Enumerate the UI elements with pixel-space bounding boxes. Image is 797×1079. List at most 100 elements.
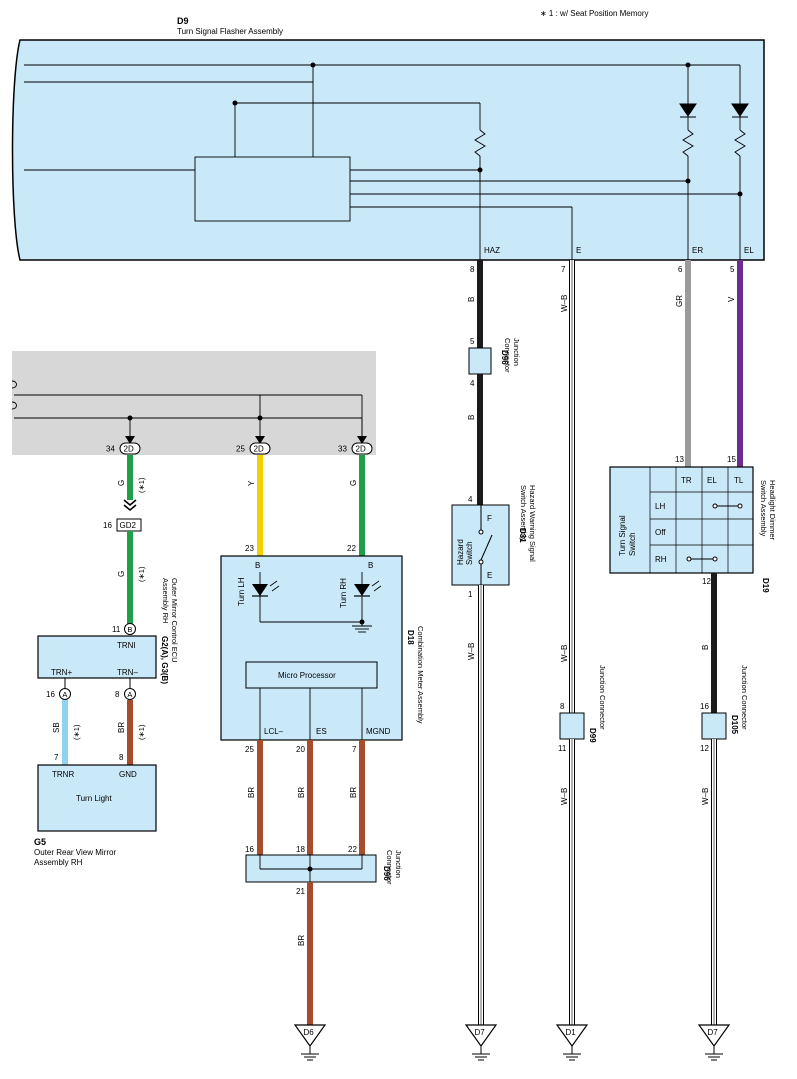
d19-col-el: EL: [707, 476, 717, 485]
micro-processor-label: Micro Processor: [278, 671, 336, 680]
d18-pin-25: 25: [245, 745, 254, 754]
d18-code: D18: [406, 630, 415, 645]
g2-code: G2(A), G3(B): [160, 636, 169, 684]
g5-code: G5: [34, 837, 46, 847]
d19-col-tl: TL: [734, 476, 744, 485]
d96-top-name-2: Connector: [503, 338, 512, 373]
g5-name-2: Assembly RH: [34, 858, 83, 867]
d18-b-label-rh: B: [368, 561, 373, 570]
gd2-code: GD2: [120, 521, 137, 530]
wire-color-sb: SB: [52, 722, 61, 733]
gray-block-wires: [11, 380, 363, 440]
wire-note-g-1: (∗1): [137, 477, 146, 493]
d9-pin-5: 5: [730, 265, 735, 274]
ground-triangle-icon: [555, 1024, 589, 1048]
d9-pin-label-haz: HAZ: [484, 246, 500, 255]
d18-junction-dot: [359, 619, 365, 625]
g2-tag-a-8: A: [124, 688, 136, 700]
d18-pin-22: 22: [347, 544, 356, 553]
d19-pin-12: 12: [702, 577, 711, 586]
d19-pin-15: 15: [727, 455, 736, 464]
wire-color-br-lcl: BR: [247, 787, 256, 798]
d18-turn-rh: Turn RH: [339, 578, 348, 608]
ground-d7-a: D7: [464, 1024, 498, 1061]
ground-d7-a-label: D7: [475, 1028, 486, 1037]
ground-d6-label: D6: [304, 1028, 315, 1037]
d18-name: Combination Meter Assembly: [416, 626, 425, 724]
wire-color-br-es: BR: [297, 787, 306, 798]
wire-note-br-g: (∗1): [137, 724, 146, 740]
wire-color-br-mgnd: BR: [349, 787, 358, 798]
d96-top-code: D96: [500, 350, 509, 365]
d9-internal-circuit: [24, 64, 746, 260]
d31-name-1: Hazard Warning Signal: [528, 485, 537, 562]
wire-color-g-2: G: [117, 571, 126, 577]
ground-triangle-icon: [293, 1024, 327, 1048]
memory-note: ∗ 1 : w/ Seat Position Memory: [540, 9, 649, 18]
d96-top-pin-5: 5: [470, 337, 475, 346]
gray-block-dots: [127, 415, 263, 421]
d31-e-label: E: [487, 571, 492, 580]
d18-pin-7: 7: [352, 745, 357, 754]
g2-label-trni: TRNI: [117, 641, 136, 650]
badge-2d-25: 2D: [249, 442, 271, 455]
g5-label-gnd: GND: [119, 770, 137, 779]
gray-connector-block: [12, 351, 376, 455]
d31-pin-1: 1: [468, 590, 473, 599]
d31-switch-label-1: Hazard: [456, 539, 465, 565]
d96-bottom-dot: [307, 866, 313, 872]
d9-pin-label-er: ER: [692, 246, 703, 255]
ground-d1-label: D1: [566, 1028, 577, 1037]
g2-name-1: Outer Mirror Control ECU: [170, 578, 179, 663]
d105-pin-16: 16: [700, 702, 709, 711]
wire-note-sb: (∗1): [72, 724, 81, 740]
d31-pin-4: 4: [468, 495, 473, 504]
wire-color-d105: W–B: [701, 788, 710, 805]
gray-pin-33: 33: [338, 445, 347, 454]
diode-icon: [731, 103, 749, 117]
wire-color-haz: B: [467, 297, 476, 302]
g5-label-trnr: TRNR: [52, 770, 74, 779]
d18-meter-box: [220, 555, 403, 741]
d96-bottom-pin-21: 21: [296, 887, 305, 896]
wire-color-el: V: [727, 296, 736, 302]
wire-color-br-d6: BR: [297, 935, 306, 946]
d9-box: [11, 39, 765, 261]
d9-pin-label-el: EL: [744, 246, 754, 255]
gd2-pin-16: 16: [103, 521, 112, 530]
gray-block-arrows: [125, 436, 367, 444]
gray-pin-25: 25: [236, 445, 245, 454]
ground-d7-b: D7: [697, 1024, 731, 1061]
d18-b-label-lh: B: [255, 561, 260, 570]
g2-tag-a-16: A: [59, 688, 71, 700]
d99-connector: [559, 712, 585, 740]
arrow-down-icon: [125, 436, 135, 444]
d9-pin-label-e: E: [576, 246, 581, 255]
d18-pin-23: 23: [245, 544, 254, 553]
g2-ecu-box: [37, 635, 157, 679]
badge-2d-33: 2D: [351, 442, 373, 455]
d18-label-lcl: LCL–: [264, 727, 284, 736]
d96-bottom-pin-22: 22: [348, 845, 357, 854]
d18-turn-lh: Turn LH: [237, 577, 246, 606]
d105-code: D105: [730, 715, 739, 735]
d19-col-tr: TR: [681, 476, 692, 485]
g5-name-1: Outer Rear View Mirror: [34, 848, 116, 857]
d19-code: D19: [761, 578, 770, 593]
wire-color-e: W–B: [560, 295, 569, 312]
d96-bottom-code: D96: [382, 866, 391, 881]
wire-color-d19: B: [701, 645, 710, 650]
d99-code: D99: [588, 728, 597, 743]
d9-name: Turn Signal Flasher Assembly: [177, 27, 283, 36]
g2-name-2: Assembly RH: [161, 578, 170, 623]
turn-rh-led-icon: [354, 580, 382, 597]
d105-name: Junction Connector: [740, 665, 749, 730]
wire-color-g-1: G: [117, 480, 126, 486]
wire-note-g-2: (∗1): [137, 566, 146, 582]
d18-internal: [259, 572, 372, 740]
d96-bottom-pin-16: 16: [245, 845, 254, 854]
d19-row-off: Off: [655, 528, 666, 537]
badge-2d-33-text: 2D: [356, 445, 366, 454]
gd2-chevron-icon: [123, 499, 137, 512]
badge-2d-34: 2D: [119, 442, 141, 455]
